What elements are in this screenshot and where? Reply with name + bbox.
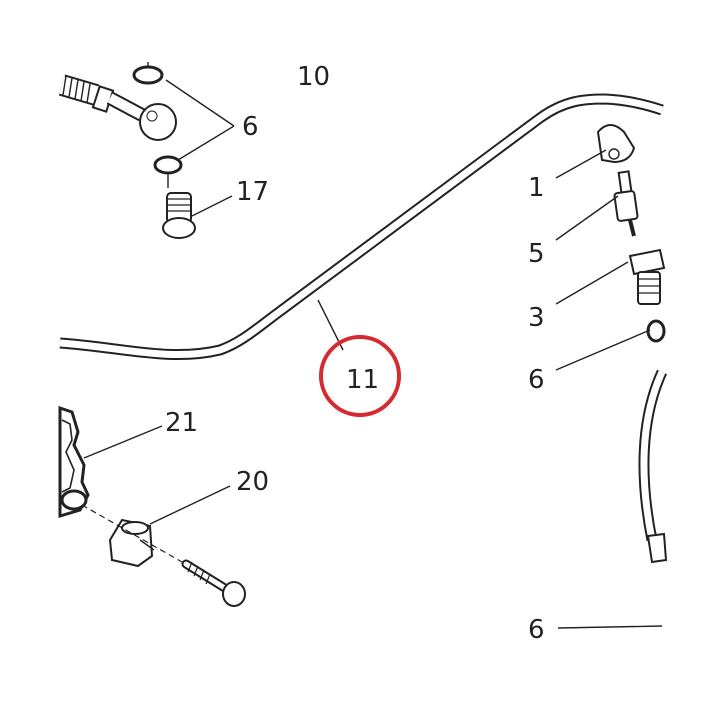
callout-11[interactable]: 11 xyxy=(346,365,379,395)
long-screw-icon xyxy=(181,559,246,607)
callout-10: 10 xyxy=(297,62,330,92)
callout-21: 21 xyxy=(165,408,198,438)
callout-1: 1 xyxy=(528,173,545,203)
assembly-axis xyxy=(81,504,183,563)
highlight-circle xyxy=(319,335,401,417)
callout-17: 17 xyxy=(236,177,269,207)
caliper-bracket-icon xyxy=(58,405,90,519)
washer-lower-icon xyxy=(153,155,183,175)
callout-6-upper: 6 xyxy=(242,112,259,142)
callout-3: 3 xyxy=(528,303,545,333)
clip-guide-icon xyxy=(108,518,155,568)
callout-6-lower: 6 xyxy=(528,615,545,645)
callout-20: 20 xyxy=(236,467,269,497)
right-fitting-stack xyxy=(596,124,668,564)
banjo-bolt-icon xyxy=(162,192,196,239)
leader-lines xyxy=(83,79,663,629)
highlighted-callout-11[interactable]: 11 xyxy=(319,335,401,417)
upper-hose-banjo xyxy=(58,74,177,141)
washer-upper-icon xyxy=(132,65,164,85)
callout-6-middle: 6 xyxy=(528,365,545,395)
brake-line-hose xyxy=(59,93,664,361)
callout-5: 5 xyxy=(528,239,545,269)
